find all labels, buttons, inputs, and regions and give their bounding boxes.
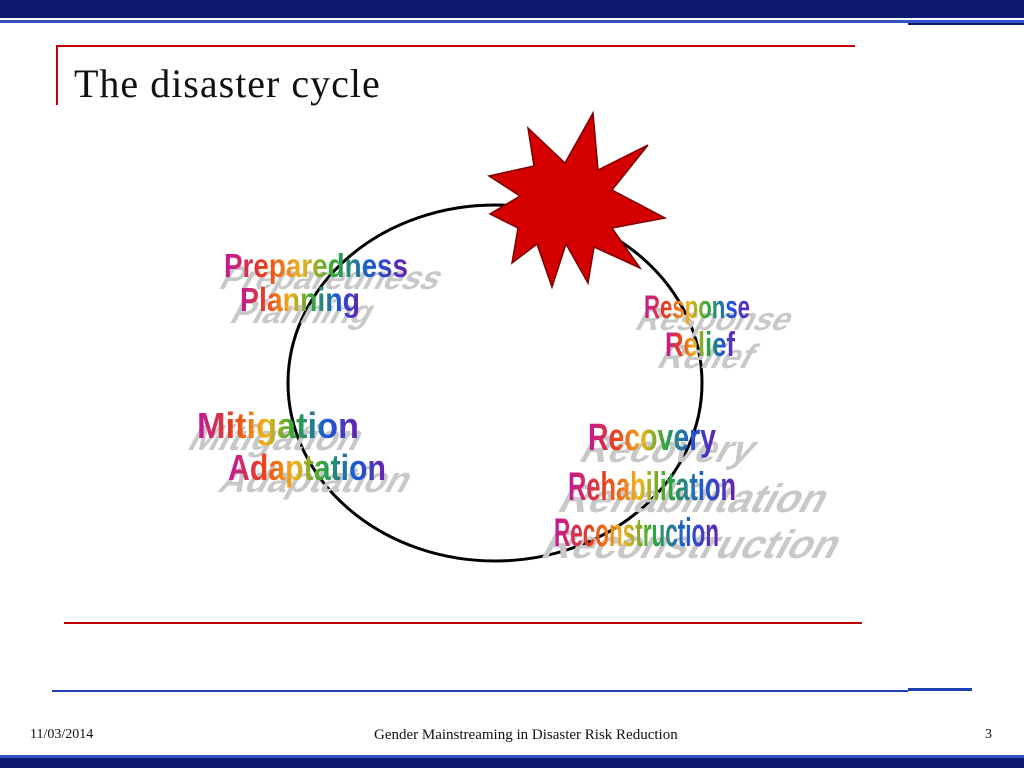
cycle-ellipse: [286, 203, 704, 563]
wordart-shadow: Response: [630, 302, 802, 338]
wordart-shadow: Adaptation: [212, 460, 421, 500]
wordart-shadow: Relief: [651, 337, 765, 375]
phase-relief: Relief: [665, 326, 736, 364]
phase-rehabilitation: Rehabilitation: [568, 465, 736, 509]
phase-preparedness-group: Preparedness Preparedness Planning Plann…: [213, 247, 451, 330]
top-band: [0, 0, 1024, 18]
bottom-band: [0, 758, 1024, 768]
footer-rule-accent: [908, 688, 972, 691]
top-accent-tab: [908, 23, 1024, 25]
phase-response-group: Response Response Relief Relief: [630, 289, 802, 375]
phase-adaptation: Adaptation: [228, 447, 386, 488]
content-bottom-rule: [64, 622, 862, 624]
title-rule-horizontal: [57, 45, 855, 47]
wordart-shadow: Planning: [224, 294, 383, 331]
wordart-shadow: Mitigation: [181, 418, 372, 458]
phase-response: Response: [644, 289, 750, 325]
footer-rule: [52, 690, 908, 692]
phase-planning: Planning: [240, 281, 360, 318]
phase-mitigation: Mitigation: [197, 405, 359, 446]
bottom-accent-line: [0, 755, 1024, 758]
phase-preparedness: Preparedness: [224, 247, 408, 284]
slide-number: 3: [985, 727, 992, 742]
wordart-shadow: Recovery: [573, 427, 767, 470]
slide-title: The disaster cycle: [74, 61, 381, 106]
phase-mitigation-group: Mitigation Mitigation Adaptation Adaptat…: [181, 405, 421, 500]
wordart-shadow: Reconstruction: [534, 522, 851, 567]
title-rule-vertical: [56, 45, 58, 105]
explosion-star-icon: [487, 110, 668, 290]
phase-recovery-group: Recovery Recovery Rehabilitation Rehabil…: [534, 417, 851, 567]
wordart-shadow: Preparedness: [213, 260, 451, 297]
wordart-shadow: Rehabilitation: [551, 476, 839, 521]
top-accent-line: [0, 20, 1024, 23]
footer-title: Gender Mainstreaming in Disaster Risk Re…: [374, 727, 678, 743]
phase-recovery: Recovery: [588, 417, 716, 459]
footer-date: 11/03/2014: [30, 727, 94, 742]
phase-reconstruction: Reconstruction: [554, 511, 719, 555]
